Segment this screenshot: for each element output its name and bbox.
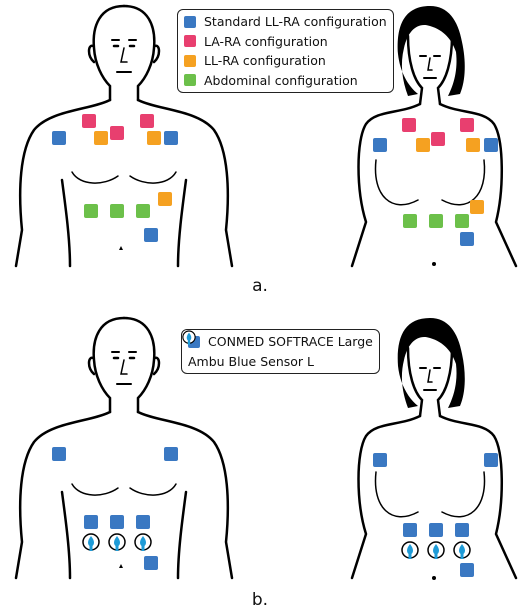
electrode-ll-ra bbox=[144, 228, 158, 242]
ambu-sensors bbox=[83, 534, 470, 559]
electrode-conmed bbox=[455, 523, 469, 537]
electrode-abdominal bbox=[136, 204, 150, 218]
legend-item: Standard LL-RA configuration bbox=[184, 12, 387, 32]
electrode-abdominal bbox=[84, 204, 98, 218]
electrode-conmed bbox=[84, 515, 98, 529]
electrode-ll-ra bbox=[460, 232, 474, 246]
electrode-ll-ra-alt bbox=[470, 200, 484, 214]
legend-item: Abdominal configuration bbox=[184, 71, 387, 91]
electrode-ll-ra-alt bbox=[416, 138, 430, 152]
sensor-ambu bbox=[402, 542, 418, 559]
electrode-conmed bbox=[164, 447, 178, 461]
conmed-electrodes bbox=[52, 447, 498, 577]
legend-label: Abdominal configuration bbox=[204, 73, 358, 88]
legend-item: CONMED SOFTRACE Large bbox=[188, 332, 373, 352]
legend-label: LL-RA configuration bbox=[204, 53, 326, 68]
legend-label: Standard LL-RA configuration bbox=[204, 14, 387, 29]
square-swatch-icon bbox=[184, 55, 196, 67]
electrode-ll-ra-alt bbox=[94, 131, 108, 145]
electrode-abdominal bbox=[110, 204, 124, 218]
electrode-ll-ra bbox=[164, 131, 178, 145]
female-navel bbox=[432, 576, 436, 580]
legend-label: LA-RA configuration bbox=[204, 34, 328, 49]
legend-label: CONMED SOFTRACE Large bbox=[208, 334, 373, 349]
legend-b: CONMED SOFTRACE Large Ambu Blue Sensor L bbox=[181, 329, 380, 374]
legend-item: Ambu Blue Sensor L bbox=[188, 352, 373, 372]
square-swatch-icon bbox=[184, 74, 196, 86]
electrode-ll-ra bbox=[484, 138, 498, 152]
legend-a: Standard LL-RA configuration LA-RA confi… bbox=[177, 9, 394, 93]
male-navel bbox=[119, 564, 123, 568]
electrode-la-ra bbox=[82, 114, 96, 128]
electrode-ll-ra bbox=[52, 131, 66, 145]
electrode-conmed bbox=[110, 515, 124, 529]
male-navel bbox=[119, 246, 123, 250]
sensor-ambu bbox=[109, 534, 125, 551]
electrode-conmed bbox=[403, 523, 417, 537]
female-navel bbox=[432, 262, 436, 266]
electrode-ll-ra-alt bbox=[147, 131, 161, 145]
electrode-la-ra bbox=[140, 114, 154, 128]
electrode-abdominal bbox=[455, 214, 469, 228]
caption-b: b. bbox=[0, 590, 520, 610]
sensor-ambu bbox=[135, 534, 151, 551]
electrodes-female bbox=[373, 118, 498, 246]
legend-item: LA-RA configuration bbox=[184, 32, 387, 52]
electrode-conmed bbox=[373, 453, 387, 467]
electrode-conmed bbox=[429, 523, 443, 537]
square-swatch-icon bbox=[184, 35, 196, 47]
panel-b: CONMED SOFTRACE Large Ambu Blue Sensor L… bbox=[0, 312, 520, 602]
round-sensor-icon bbox=[182, 330, 196, 346]
sensor-ambu bbox=[83, 534, 99, 551]
sensor-ambu bbox=[428, 542, 444, 559]
sensor-ambu bbox=[454, 542, 470, 559]
electrode-conmed bbox=[52, 447, 66, 461]
square-swatch-icon bbox=[184, 16, 196, 28]
panel-a: Standard LL-RA configuration LA-RA confi… bbox=[0, 0, 520, 290]
electrode-conmed bbox=[484, 453, 498, 467]
electrode-la-ra bbox=[402, 118, 416, 132]
electrode-conmed bbox=[144, 556, 158, 570]
legend-item: LL-RA configuration bbox=[184, 51, 387, 71]
electrode-conmed bbox=[136, 515, 150, 529]
electrode-ll-ra-alt bbox=[158, 192, 172, 206]
electrode-la-ra bbox=[460, 118, 474, 132]
electrode-ll-ra bbox=[373, 138, 387, 152]
electrode-abdominal bbox=[403, 214, 417, 228]
legend-label: Ambu Blue Sensor L bbox=[188, 354, 314, 369]
electrode-ll-ra-alt bbox=[466, 138, 480, 152]
caption-a: a. bbox=[0, 276, 520, 296]
electrode-conmed bbox=[460, 563, 474, 577]
electrode-abdominal bbox=[429, 214, 443, 228]
electrode-la-ra bbox=[431, 132, 445, 146]
electrode-la-ra bbox=[110, 126, 124, 140]
